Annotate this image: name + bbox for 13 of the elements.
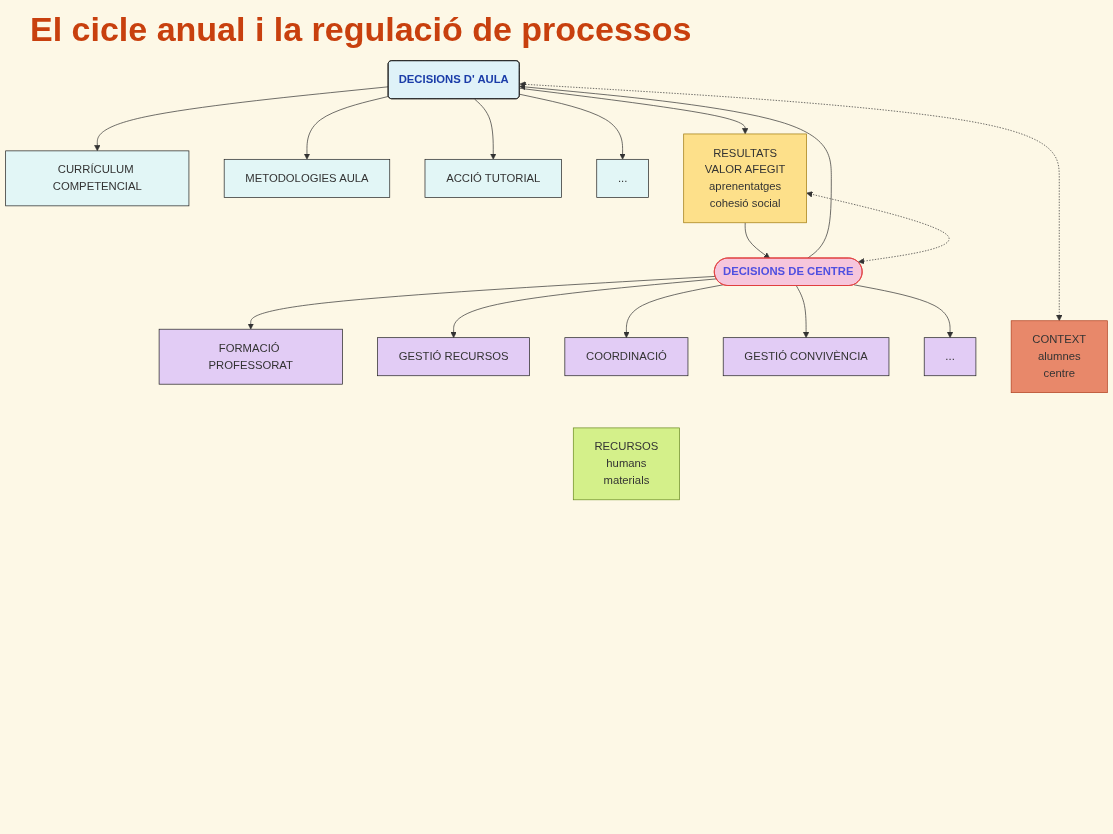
node-box: ... <box>596 159 649 198</box>
node-box: METODOLOGIES AULA <box>223 159 391 198</box>
node-box: ... <box>923 337 977 377</box>
node-box: RECURSOS humans materials <box>572 427 680 501</box>
diagram-title: El cicle anual i la regulació de processos <box>30 10 693 49</box>
node-box: FORMACIÓ PROFESSORAT <box>158 328 343 385</box>
node-box: GESTIÓ CONVIVÈNCIA <box>722 337 890 377</box>
node-box: COORDINACIÓ <box>564 337 689 377</box>
node-box: GESTIÓ RECURSOS <box>377 337 530 377</box>
node-box: CURRÍCULUM COMPETENCIAL <box>5 150 190 207</box>
node-box: ACCIÓ TUTORIAL <box>424 159 562 198</box>
node-box: RESULTATS VALOR AFEGIT aprenentatges cohesió social <box>683 133 807 224</box>
node-box: CONTEXT alumnes centre <box>1010 320 1108 393</box>
